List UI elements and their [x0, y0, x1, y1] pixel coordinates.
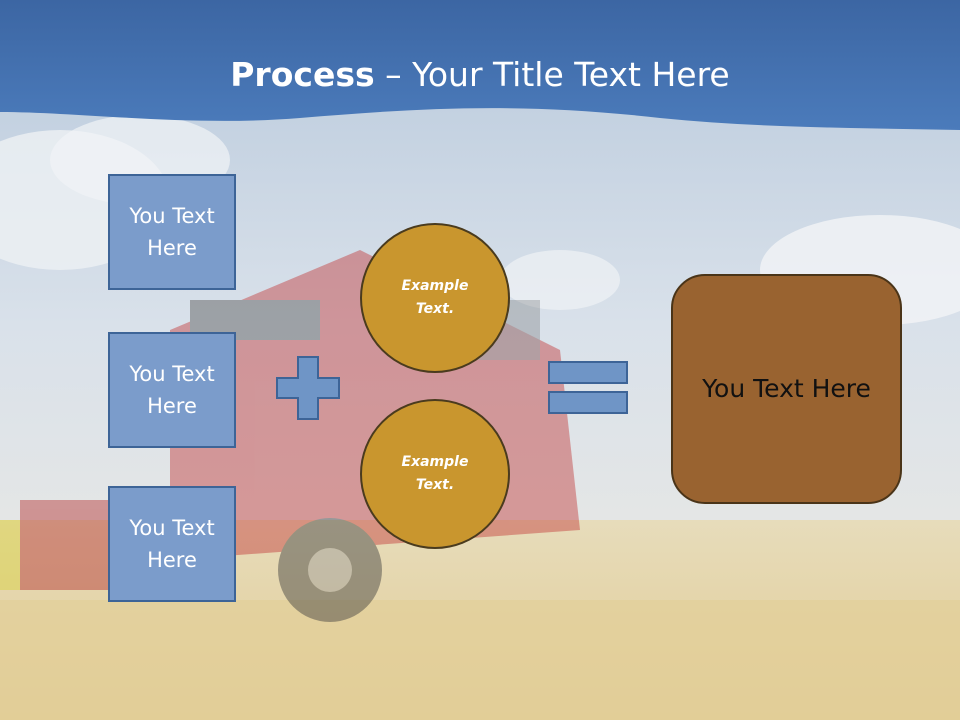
input-box-3: You Text Here — [108, 486, 236, 602]
input-box-label: You Text Here — [129, 204, 215, 260]
plus-icon — [276, 356, 340, 420]
circle-label: Example Text. — [401, 278, 469, 317]
title-text: Your Title Text Here — [412, 55, 730, 94]
equals-icon — [548, 361, 628, 414]
example-circle-1: Example Text. — [360, 223, 510, 373]
result-label: You Text Here — [702, 374, 871, 403]
title-bold: Process — [230, 55, 375, 94]
input-box-2: You Text Here — [108, 332, 236, 448]
slide-title: Process – Your Title Text Here — [0, 54, 960, 96]
example-circle-2: Example Text. — [360, 399, 510, 549]
input-box-label: You Text Here — [129, 362, 215, 418]
result-box: You Text Here — [671, 274, 902, 504]
circle-label: Example Text. — [401, 454, 469, 493]
input-box-label: You Text Here — [129, 516, 215, 572]
input-box-1: You Text Here — [108, 174, 236, 290]
title-dash: – — [374, 55, 413, 94]
